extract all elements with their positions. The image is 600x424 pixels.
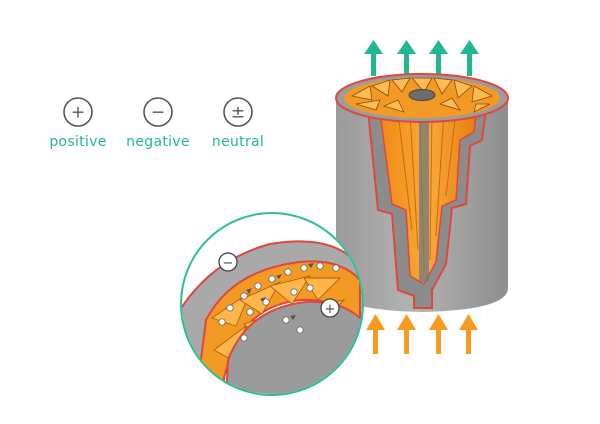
outlet-arrows [364,40,479,76]
outlet-arrow-icon [460,40,479,76]
negative-charge-icon: − [143,97,173,127]
inlet-arrows [366,314,478,354]
inlet-arrow-icon [459,314,478,354]
positive-charge-icon: + [63,97,93,127]
positive-charge-icon [320,298,340,318]
svg-text:−: − [223,256,234,271]
outlet-arrow-icon [397,40,416,76]
svg-text:±: ± [231,103,245,123]
inlet-arrow-icon [366,314,385,354]
legend-neutral: ± neutral [198,96,278,150]
legend-neutral-label: neutral [211,134,265,150]
filter-cartridge [335,73,509,312]
negative-charge-icon [218,252,238,272]
charged-particles [218,262,340,342]
inlet-arrow-icon [429,314,448,354]
svg-text:+: + [71,103,85,123]
legend-negative: − negative [118,96,198,150]
svg-text:+: + [325,302,336,317]
magnifier-ring [180,212,364,396]
legend-positive-label: positive [49,134,107,150]
svg-text:−: − [151,103,165,123]
legend-positive: + positive [38,96,118,150]
inlet-arrow-icon [397,314,416,354]
charge-legend: + positive − negative ± neutral [48,96,278,166]
outlet-arrow-icon [364,40,383,76]
magnified-detail: + − [180,212,364,396]
particle-arrows [246,263,314,320]
legend-negative-label: negative [126,134,190,150]
outlet-arrow-icon [429,40,448,76]
neutral-charge-icon: ± [223,97,253,127]
